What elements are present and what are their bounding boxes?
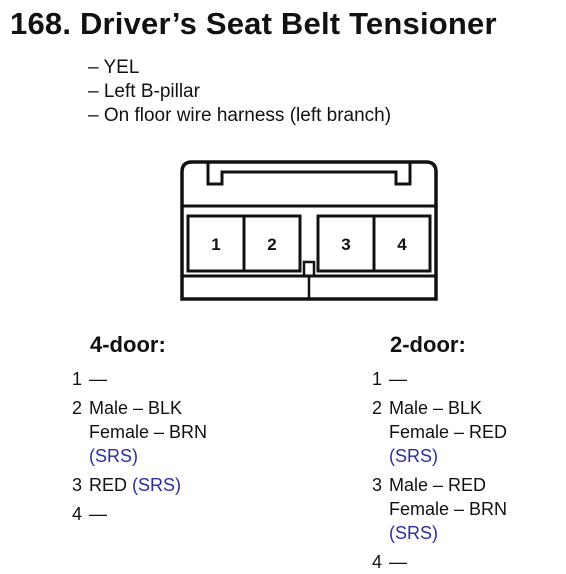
pin-cavity-4	[372, 214, 432, 273]
pin-number-3: 3	[341, 235, 350, 254]
connector-housing	[180, 160, 438, 301]
pin-label: 1	[371, 369, 382, 389]
pin-label: 1	[71, 369, 82, 389]
connector-details: – YEL – Left B-pillar – On floor wire ha…	[88, 56, 391, 128]
pin-label: 2	[71, 398, 82, 418]
four-door-pin-1: 1 —	[62, 367, 262, 391]
connector-harness: – On floor wire harness (left branch)	[88, 105, 392, 126]
four-door-pin-3: 3 RED (SRS)	[62, 473, 262, 497]
wire-male: Male – RED	[389, 475, 487, 495]
two-door-pin-1: 1 —	[362, 367, 562, 391]
pin-label: 3	[71, 475, 82, 495]
two-door-pin-2: 2 Male – BLK Female – RED (SRS)	[362, 396, 562, 468]
pin-label: 4	[371, 552, 382, 572]
two-door-section: 2-door: 1 — 2 Male – BLK Female – RED (S…	[362, 332, 562, 574]
page-title: 168. Driver’s Seat Belt Tensioner	[10, 6, 497, 41]
four-door-heading: 4-door:	[90, 332, 166, 357]
wire-info: —	[389, 369, 407, 389]
pin-label: 2	[371, 398, 382, 418]
wire-info: —	[89, 369, 107, 389]
pin-cavity-2	[242, 214, 302, 273]
wire-male: Male – BLK	[89, 398, 183, 418]
wire-female: Female – RED	[389, 422, 508, 442]
wire-system: (SRS)	[89, 446, 138, 466]
two-door-heading: 2-door:	[390, 332, 466, 357]
connector-key	[302, 260, 316, 278]
connector-latch	[206, 163, 412, 186]
pin-label: 4	[71, 504, 82, 524]
wire-female: Female – BRN	[89, 422, 208, 442]
connector-diagram: 1 2 3 4	[180, 160, 438, 301]
pin-label: 3	[371, 475, 382, 495]
wire-system: (SRS)	[389, 446, 438, 466]
wire-color: RED	[89, 475, 128, 495]
connector-location: – Left B-pillar	[88, 81, 200, 102]
four-door-pin-2: 2 Male – BLK Female – BRN (SRS)	[62, 396, 262, 468]
pin-number-2: 2	[267, 235, 276, 254]
connector-color: – YEL	[88, 57, 140, 78]
four-door-section: 4-door: 1 — 2 Male – BLK Female – BRN (S…	[62, 332, 262, 526]
pin-number-4: 4	[397, 235, 407, 254]
two-door-pin-3: 3 Male – RED Female – BRN (SRS)	[362, 473, 562, 545]
wire-male: Male – BLK	[389, 398, 483, 418]
wire-system: (SRS)	[389, 523, 438, 543]
four-door-pin-4: 4 —	[62, 502, 262, 526]
two-door-pin-4: 4 —	[362, 550, 562, 574]
wire-info: —	[89, 504, 107, 524]
wire-system: (SRS)	[132, 475, 182, 495]
wire-female: Female – BRN	[389, 499, 508, 519]
pin-number-1: 1	[211, 235, 220, 254]
wire-info: —	[389, 552, 407, 572]
